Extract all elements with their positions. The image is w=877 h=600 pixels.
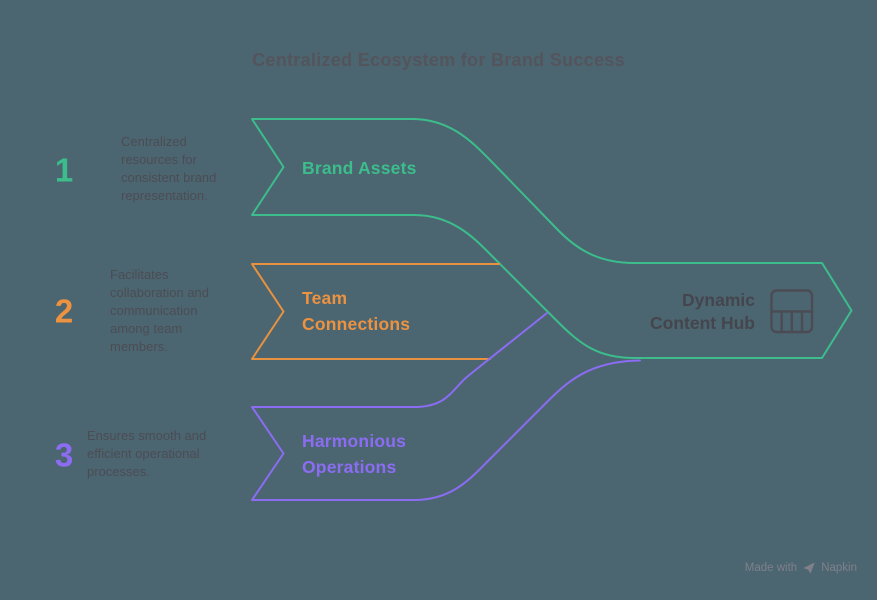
watermark-brand-text: Napkin <box>821 562 857 574</box>
band-label-team-connections: Team Connections <box>302 288 411 334</box>
step-2-description: Facilitates collaboration and communicat… <box>110 267 210 354</box>
step-1-description: Centralized resources for consistent bra… <box>121 134 217 203</box>
watermark-made-with-text: Made with <box>744 562 798 574</box>
band-label-harmonious-operations: Harmonious Operations <box>302 431 407 477</box>
harmonious-operations-band-shape <box>251 312 641 501</box>
content-hub-icon <box>770 289 814 334</box>
napkin-watermark: Made with Napkin <box>745 561 857 575</box>
napkin-logo-icon <box>802 561 816 575</box>
hub-label-dynamic-content-hub: Dynamic Content Hub <box>650 290 755 333</box>
step-3-description: Ensures smooth and efficient operational… <box>87 428 207 479</box>
team-connections-band-shape <box>251 263 500 360</box>
band-label-brand-assets: Brand Assets <box>302 158 417 178</box>
brand-assets-band-shape <box>251 118 853 359</box>
step-2-number: 2 <box>54 292 74 330</box>
step-1-number: 1 <box>54 151 74 189</box>
step-3-number: 3 <box>54 436 74 474</box>
page-title: Centralized Ecosystem for Brand Success <box>252 50 625 70</box>
